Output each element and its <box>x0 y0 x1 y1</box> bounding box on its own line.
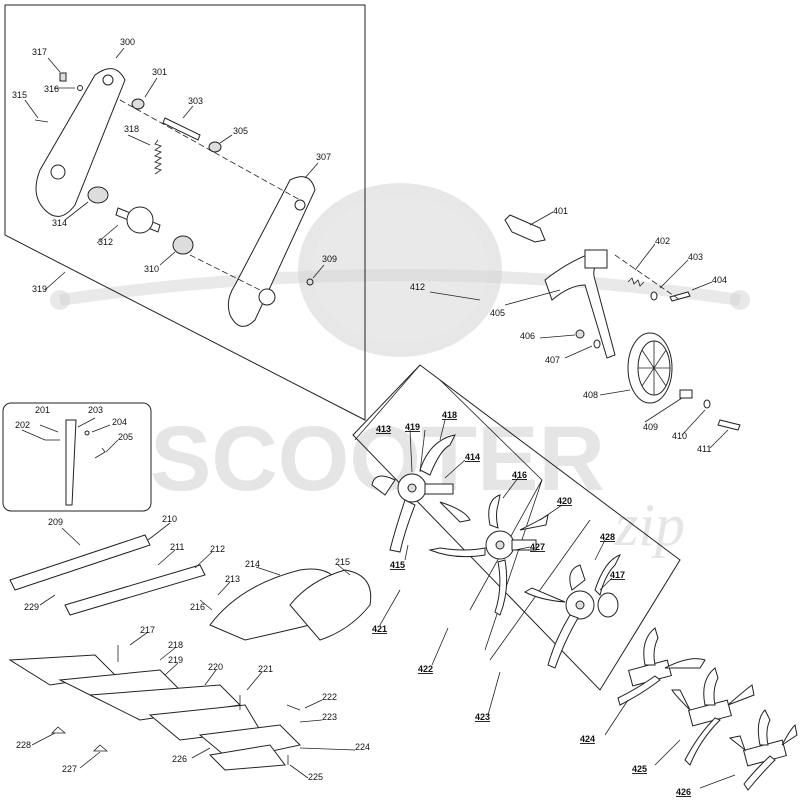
label-209: 209 <box>48 517 63 527</box>
chain-case-group: 300 301 303 305 307 309 310 312 314 315 … <box>4 4 366 421</box>
label-411: 411 <box>697 444 711 454</box>
label-401: 401 <box>553 206 568 216</box>
watermark-text: SCOOTER <box>150 408 605 510</box>
label-223: 223 <box>322 712 337 722</box>
label-405: 405 <box>490 308 505 318</box>
label-317: 317 <box>32 47 47 57</box>
label-204: 204 <box>112 417 127 427</box>
label-424: 424 <box>580 734 595 744</box>
label-301: 301 <box>152 67 167 77</box>
label-213: 213 <box>225 574 240 584</box>
label-219: 219 <box>168 655 183 665</box>
label-422: 422 <box>418 664 433 674</box>
label-418: 418 <box>442 410 457 420</box>
label-402: 402 <box>655 236 670 246</box>
label-222: 222 <box>322 692 337 702</box>
watermark-suffix: zip <box>614 492 685 558</box>
label-310: 310 <box>144 264 159 274</box>
label-426: 426 <box>676 787 691 797</box>
label-210: 210 <box>162 514 177 524</box>
label-201: 201 <box>35 405 50 415</box>
assembled-tines-group: 424 425 426 <box>580 627 798 797</box>
label-202: 202 <box>15 420 30 430</box>
label-420: 420 <box>557 496 572 506</box>
label-423: 423 <box>475 712 490 722</box>
label-410: 410 <box>672 431 687 441</box>
label-319: 319 <box>32 284 47 294</box>
label-305: 305 <box>233 126 248 136</box>
label-215: 215 <box>335 557 350 567</box>
label-421: 421 <box>372 624 387 634</box>
label-408: 408 <box>583 390 598 400</box>
label-318: 318 <box>124 124 139 134</box>
label-307: 307 <box>316 152 331 162</box>
label-428: 428 <box>600 532 615 542</box>
label-216: 216 <box>190 602 205 612</box>
label-214: 214 <box>245 559 260 569</box>
label-217: 217 <box>140 625 155 635</box>
label-414: 414 <box>465 452 480 462</box>
label-309: 309 <box>322 254 337 264</box>
label-228: 228 <box>16 740 31 750</box>
tine-assembly-group: 413 414 415 416 417 418 419 420 421 422 … <box>352 364 681 722</box>
label-225: 225 <box>308 772 323 782</box>
label-226: 226 <box>172 754 187 764</box>
label-407: 407 <box>545 355 560 365</box>
label-316: 316 <box>44 84 59 94</box>
label-419: 419 <box>405 422 420 432</box>
wheel-group: 401 402 403 404 405 406 407 408 409 410 … <box>410 206 741 454</box>
label-312: 312 <box>98 237 113 247</box>
label-416: 416 <box>512 470 527 480</box>
label-300: 300 <box>120 37 135 47</box>
label-218: 218 <box>168 640 183 650</box>
label-211: 211 <box>170 542 184 552</box>
label-415: 415 <box>390 560 405 570</box>
label-203: 203 <box>88 405 103 415</box>
watermark: SCOOTER zip <box>50 183 750 558</box>
label-425: 425 <box>632 764 647 774</box>
label-314: 314 <box>52 218 67 228</box>
label-205: 205 <box>118 432 133 442</box>
label-229: 229 <box>24 602 39 612</box>
label-404: 404 <box>712 275 727 285</box>
label-427: 427 <box>530 542 545 552</box>
hood-frame-group: 209 210 211 212 213 214 215 216 217 218 … <box>8 514 372 782</box>
label-227: 227 <box>62 764 77 774</box>
label-413: 413 <box>376 424 391 434</box>
label-303: 303 <box>188 96 203 106</box>
label-212: 212 <box>210 544 225 554</box>
label-412: 412 <box>410 282 425 292</box>
label-221: 221 <box>258 664 273 674</box>
label-220: 220 <box>208 662 223 672</box>
label-406: 406 <box>520 331 535 341</box>
label-403: 403 <box>688 252 703 262</box>
label-409: 409 <box>643 422 658 432</box>
label-224: 224 <box>355 742 370 752</box>
label-315: 315 <box>12 90 27 100</box>
label-417: 417 <box>610 570 625 580</box>
inset-depth-bar: 201 202 203 204 205 <box>2 402 152 512</box>
